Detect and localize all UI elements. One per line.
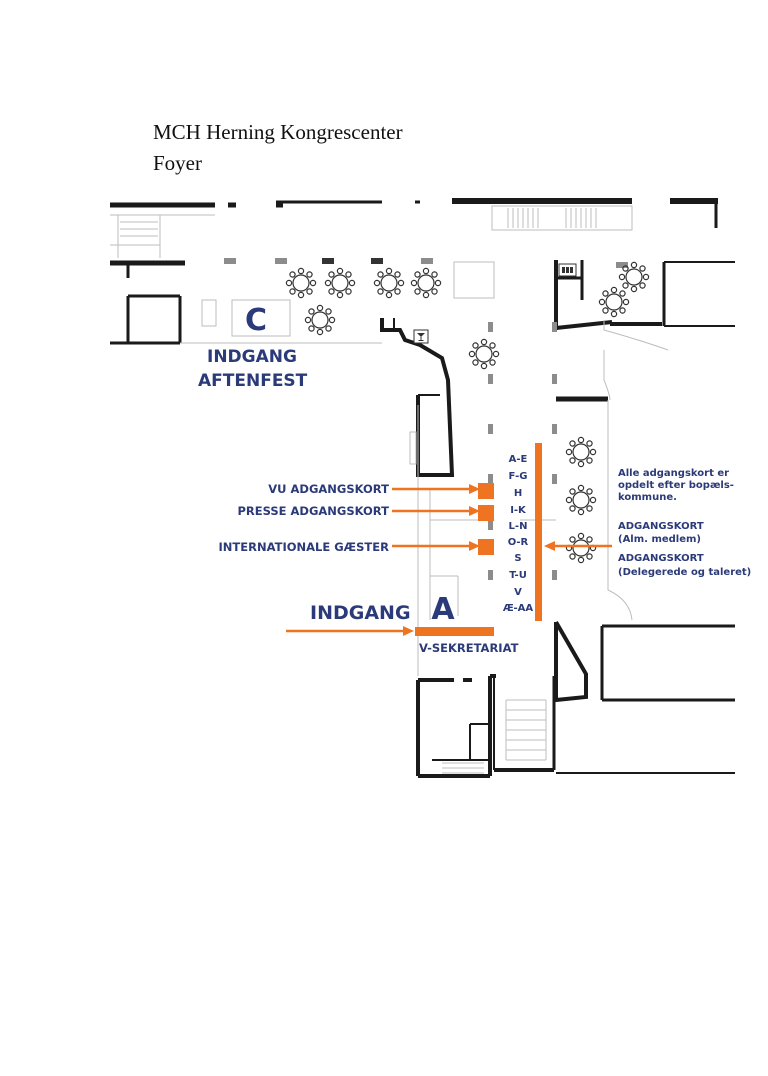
range-label: A-E [509, 454, 528, 465]
range-label: Æ-AA [503, 603, 534, 614]
range-label: H [514, 488, 522, 499]
vu-label: VU ADGANGSKORT [268, 482, 389, 496]
alm-medlem-label: ADGANGSKORT [618, 521, 704, 532]
round-table-icon [618, 261, 650, 293]
v-sekretariat-counter [415, 627, 494, 636]
main-registration-counter [535, 443, 542, 621]
range-label: V [514, 587, 522, 598]
round-tables [285, 261, 650, 564]
internationale-label: INTERNATIONALE GÆSTER [219, 540, 390, 554]
zone-c-label: C [245, 303, 267, 338]
stairs [120, 208, 597, 237]
delegerede-label: ADGANGSKORT [618, 553, 704, 564]
pillars [224, 258, 628, 580]
round-table-icon [373, 267, 405, 299]
registration-elements [286, 443, 612, 636]
zone-a-label: A [431, 592, 455, 627]
internationale-counter [478, 539, 494, 555]
vu-counter [478, 483, 494, 499]
map-subtitle: Foyer [153, 151, 202, 175]
range-label: I-K [510, 505, 527, 516]
round-table-icon [410, 267, 442, 299]
interior-lines [110, 205, 669, 774]
round-table-icon [468, 338, 500, 370]
cocktail-glass-icon [413, 329, 429, 344]
info-note-line: opdelt efter bopæls- [618, 480, 734, 491]
round-table-icon [304, 304, 336, 336]
alm-medlem-sublabel: (Alm. medlem) [618, 534, 701, 545]
round-table-icon [324, 267, 356, 299]
range-label: L-N [509, 521, 528, 532]
info-note-line: kommune. [618, 492, 677, 503]
range-label: T-U [509, 570, 527, 581]
v-sekretariat-label: V-SEKRETARIAT [419, 641, 519, 655]
map-title: MCH Herning Kongrescenter [153, 120, 403, 144]
range-label: O-R [508, 537, 529, 548]
indgang-aftenfest-label: INDGANG [207, 347, 297, 367]
elevator-icon [558, 263, 577, 277]
info-note-line: Alle adgangskort er [618, 468, 729, 479]
round-table-icon [565, 532, 597, 564]
range-label: F-G [509, 471, 528, 482]
outer-walls [110, 198, 735, 778]
round-table-icon [285, 267, 317, 299]
indgang-aftenfest-label-2: AFTENFEST [198, 371, 308, 391]
round-table-icon [598, 286, 630, 318]
round-table-icon [565, 484, 597, 516]
presse-counter [478, 505, 494, 521]
range-label: S [514, 553, 521, 564]
delegerede-sublabel: (Delegerede og taleret) [618, 567, 751, 578]
presse-label: PRESSE ADGANGSKORT [237, 504, 389, 518]
indgang-label: INDGANG [310, 602, 411, 624]
round-table-icon [565, 436, 597, 468]
